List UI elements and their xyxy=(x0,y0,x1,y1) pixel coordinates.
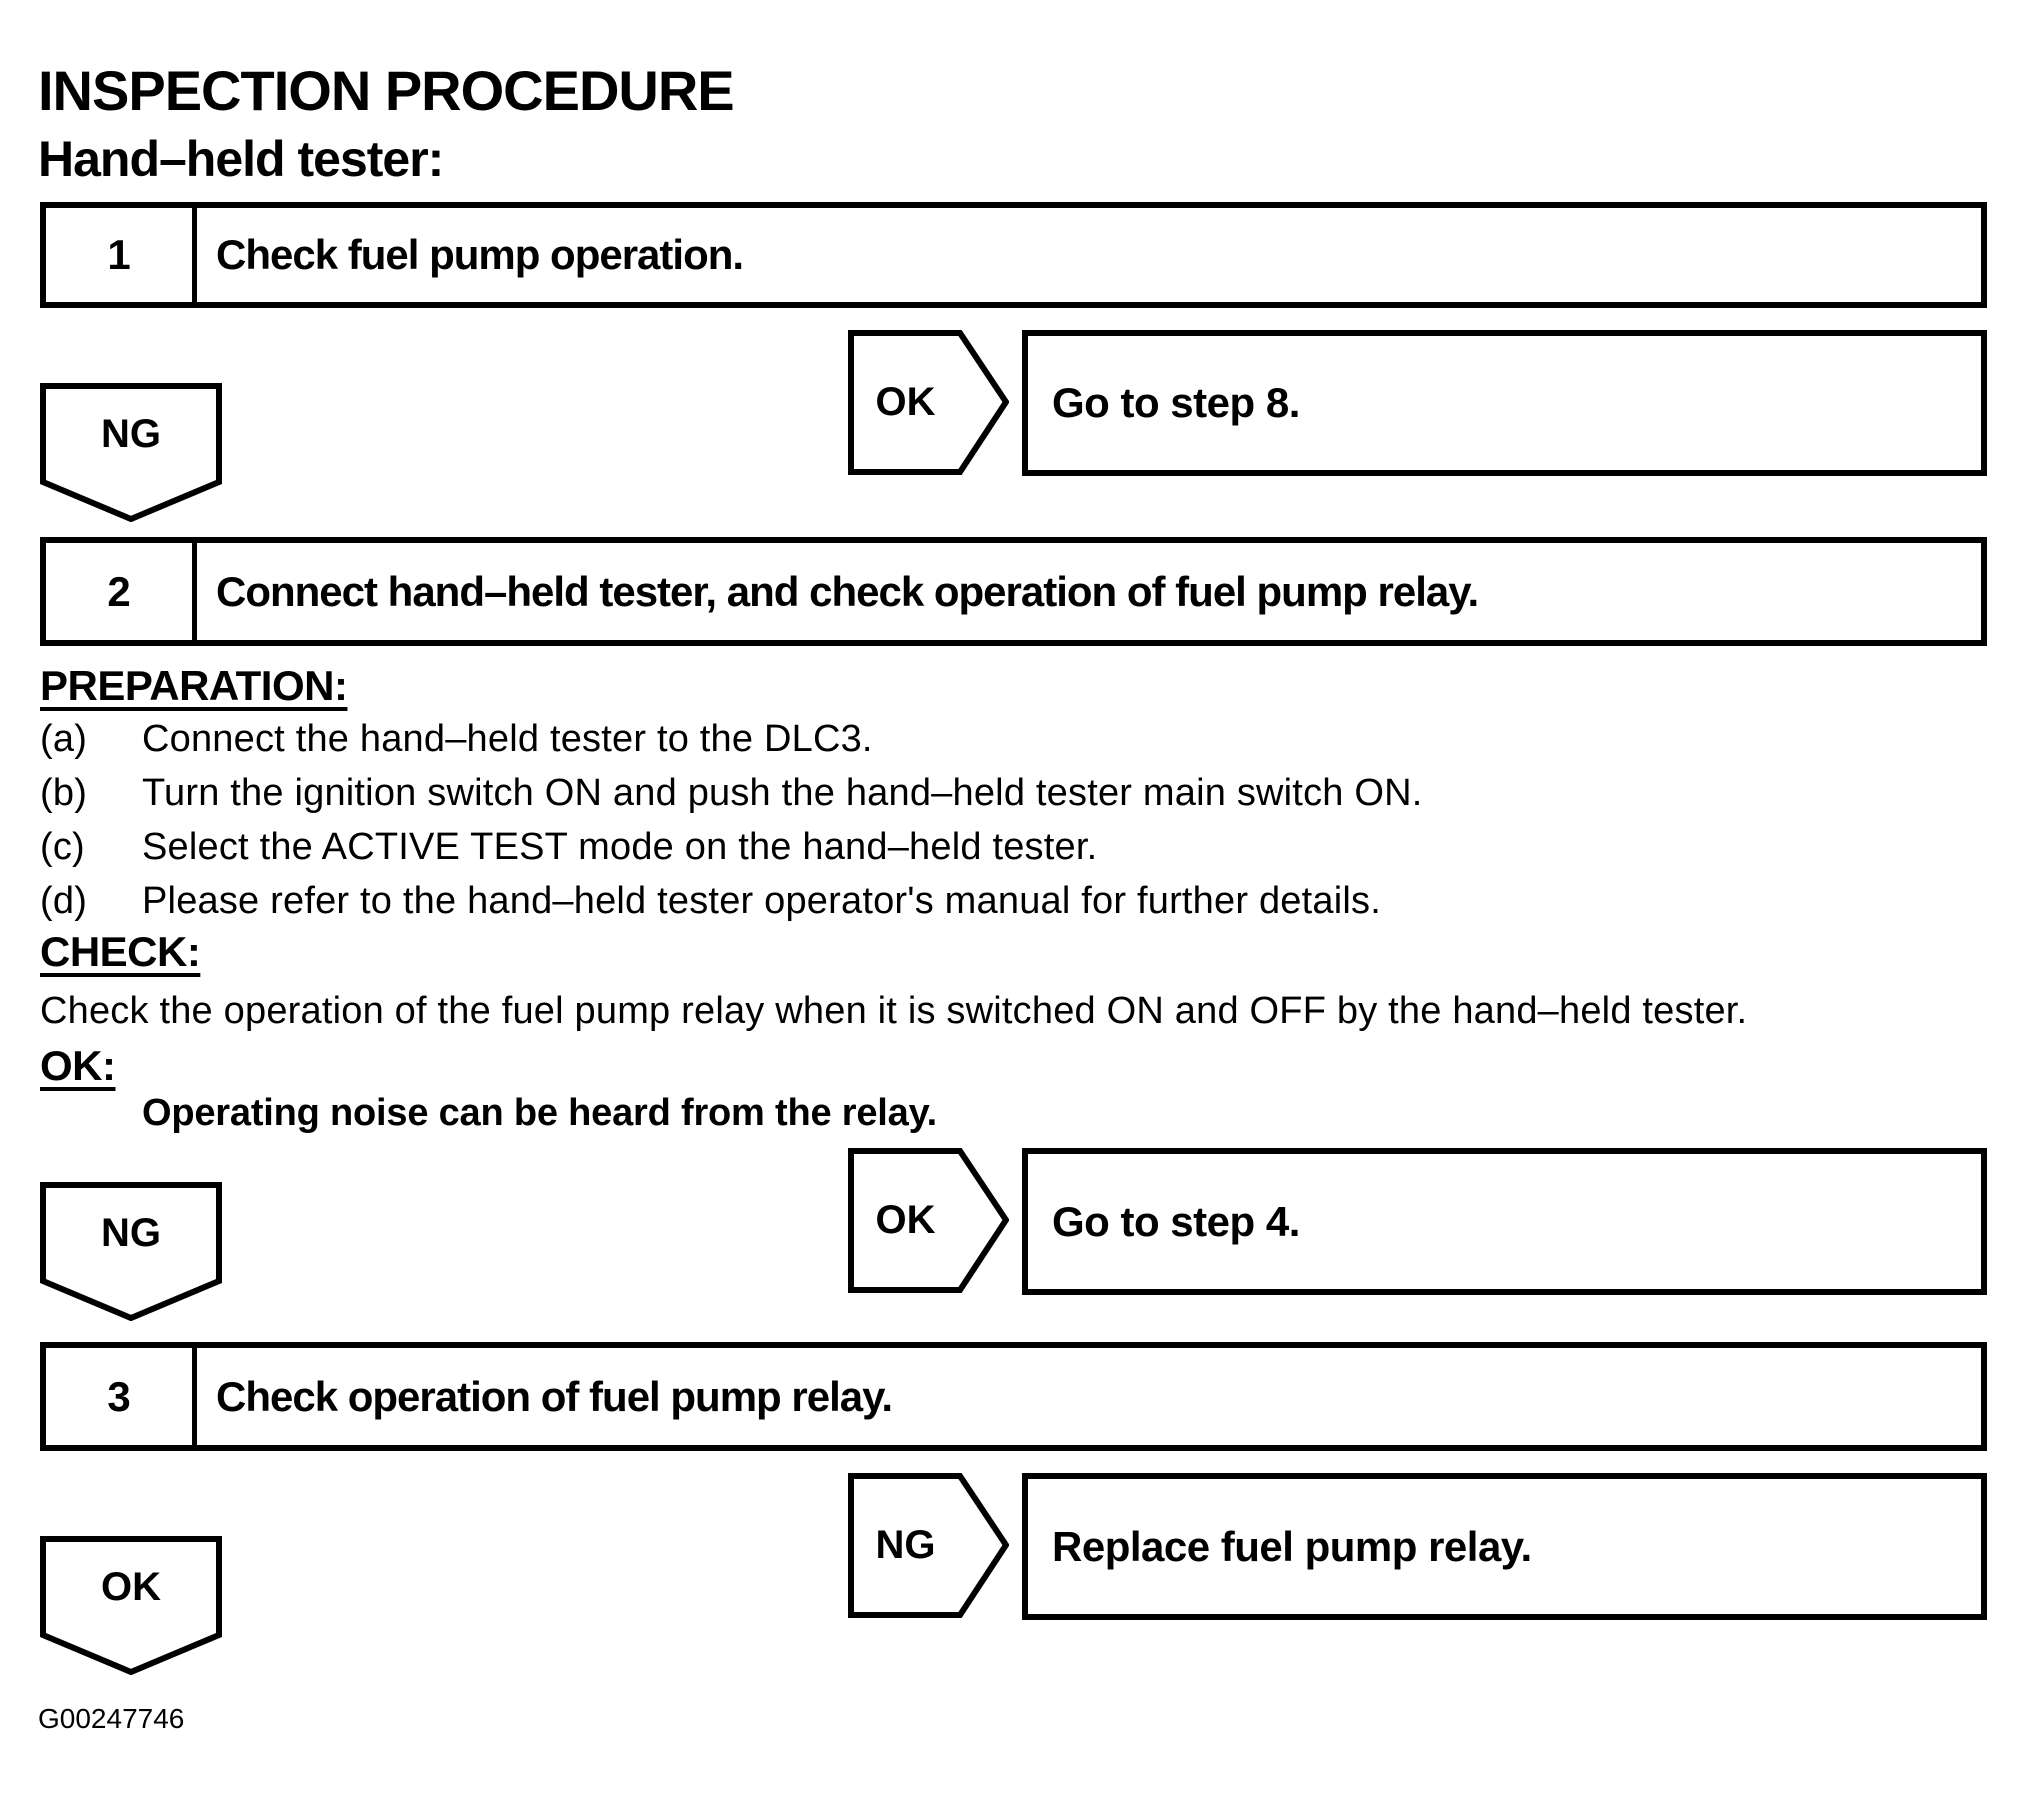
item-text: Select the ACTIVE TEST mode on the hand–… xyxy=(142,826,1098,868)
step-1-number: 1 xyxy=(46,208,197,302)
step-1-box: 1 Check fuel pump operation. xyxy=(40,202,1987,308)
right-arrow-pentagon-icon xyxy=(848,1473,1009,1618)
preparation-heading: PREPARATION: xyxy=(40,662,348,709)
right-arrow-pentagon-icon xyxy=(848,1148,1009,1293)
item-label: (c) xyxy=(40,826,85,868)
item-label: (d) xyxy=(40,880,88,922)
down-arrow-label: NG xyxy=(101,411,161,456)
item-text: Connect the hand–held tester to the DLC3… xyxy=(142,718,873,760)
connector-label: NG xyxy=(875,1523,936,1567)
step-3-box: 3 Check operation of fuel pump relay. xyxy=(40,1342,1987,1451)
step-2-number: 2 xyxy=(46,543,197,640)
ng-connector-3: NG xyxy=(848,1473,1009,1618)
preparation-item-c: (c) Select the ACTIVE TEST mode on the h… xyxy=(40,826,1097,869)
step-1-description: Check fuel pump operation. xyxy=(216,231,744,278)
result-text: Replace fuel pump relay. xyxy=(1052,1522,1532,1570)
connector-label: OK xyxy=(875,380,936,424)
figure-id: G00247746 xyxy=(38,1703,185,1734)
preparation-item-a: (a) Connect the hand–held tester to the … xyxy=(40,718,873,761)
result-box-3: Replace fuel pump relay. xyxy=(1022,1473,1987,1620)
step-2-description: Connect hand–held tester, and check oper… xyxy=(216,567,1479,615)
preparation-item-d: (d) Please refer to the hand–held tester… xyxy=(40,880,1381,923)
down-arrow-label: OK xyxy=(101,1564,161,1609)
page-title: INSPECTION PROCEDURE xyxy=(38,59,735,122)
ok-connector-1: OK xyxy=(848,330,1009,475)
item-text: Turn the ignition switch ON and push the… xyxy=(142,772,1423,814)
step-3-number: 3 xyxy=(46,1348,197,1445)
preparation-item-b: (b) Turn the ignition switch ON and push… xyxy=(40,772,1423,815)
item-text: Please refer to the hand–held tester ope… xyxy=(142,880,1381,922)
page-subtitle: Hand–held tester: xyxy=(38,131,444,187)
item-label: (a) xyxy=(40,718,88,760)
result-text: Go to step 4. xyxy=(1052,1197,1300,1245)
down-arrow-pentagon-icon xyxy=(40,383,222,522)
check-heading: CHECK: xyxy=(40,928,201,975)
right-arrow-pentagon-icon xyxy=(848,330,1009,475)
connector-label: OK xyxy=(875,1198,936,1242)
result-text: Go to step 8. xyxy=(1052,379,1300,426)
result-box-2: Go to step 4. xyxy=(1022,1148,1987,1295)
ok-noise-text: Operating noise can be heard from the re… xyxy=(142,1092,938,1134)
check-text: Check the operation of the fuel pump rel… xyxy=(40,990,1748,1032)
step-2-box: 2 Connect hand–held tester, and check op… xyxy=(40,537,1987,646)
step-3-description: Check operation of fuel pump relay. xyxy=(216,1372,893,1420)
ok-down-arrow: OK xyxy=(40,1536,222,1675)
ok-heading: OK: xyxy=(40,1042,116,1089)
ok-connector-2: OK xyxy=(848,1148,1009,1293)
ng-down-arrow-1: NG xyxy=(40,383,222,522)
ng-down-arrow-2: NG xyxy=(40,1182,222,1321)
result-box-1: Go to step 8. xyxy=(1022,330,1987,476)
item-label: (b) xyxy=(40,772,88,814)
down-arrow-pentagon-icon xyxy=(40,1182,222,1321)
down-arrow-label: NG xyxy=(101,1210,161,1255)
down-arrow-pentagon-icon xyxy=(40,1536,222,1675)
